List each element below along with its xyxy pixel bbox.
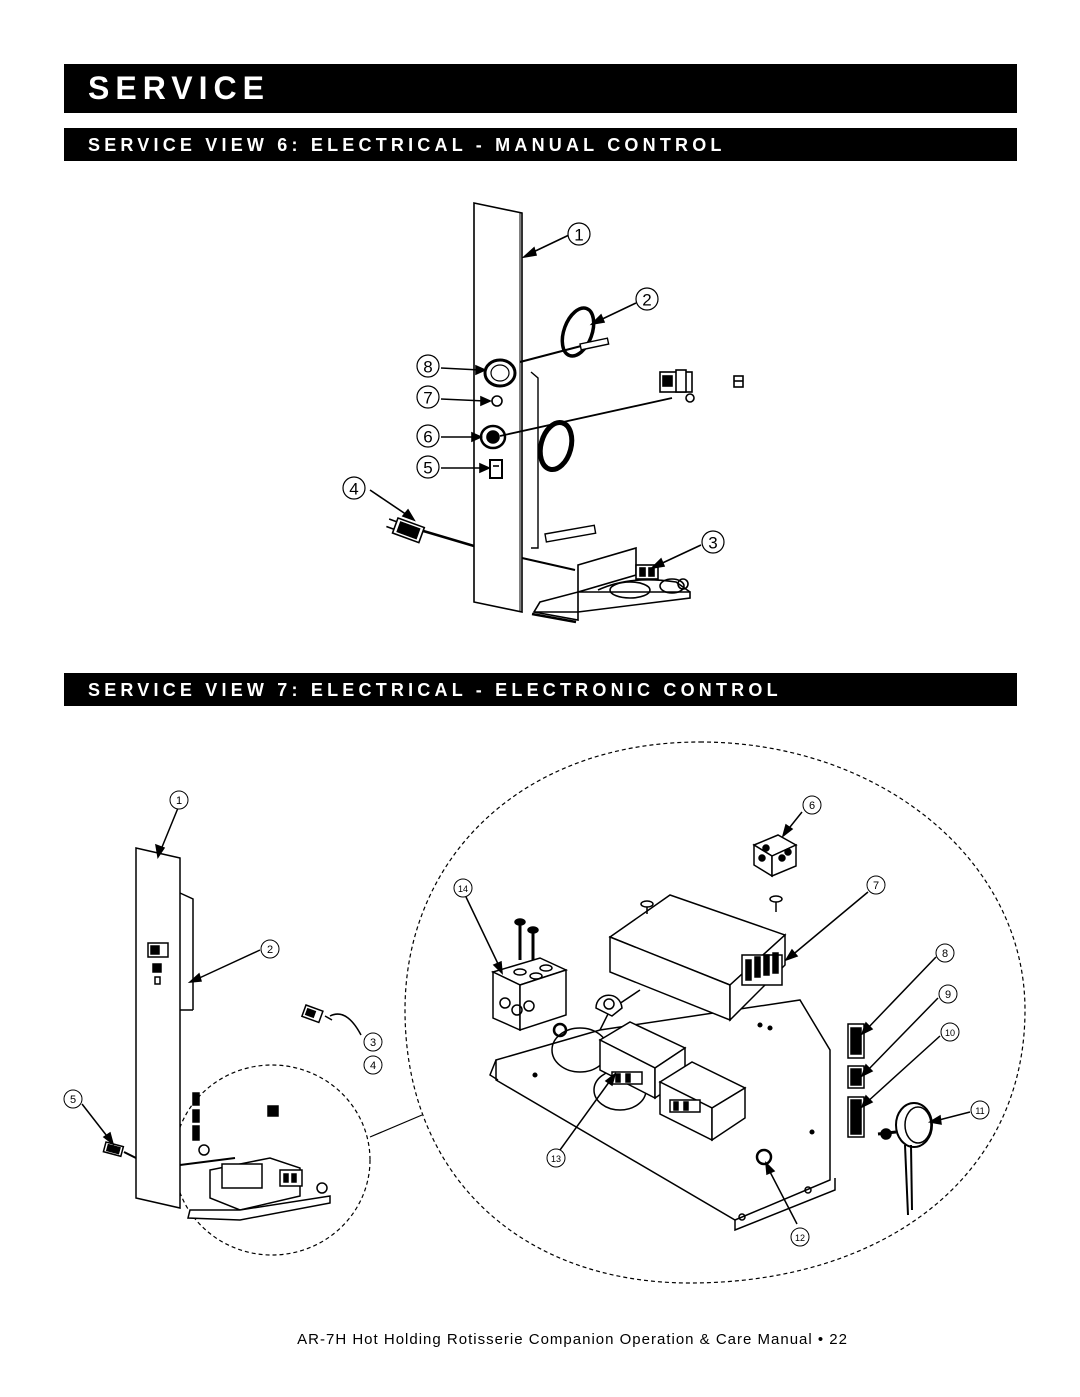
- svg-text:9: 9: [945, 989, 951, 1001]
- callout-6-5: [416, 455, 440, 479]
- callout-7-3: [363, 1032, 383, 1052]
- svg-text:2: 2: [267, 944, 273, 956]
- grommet: [552, 1022, 568, 1038]
- thermostat-coil-upper: [560, 306, 596, 358]
- svg-text:6: 6: [809, 800, 815, 812]
- power-cord: [419, 528, 475, 548]
- control-module: [608, 894, 787, 1022]
- svg-text:7: 7: [423, 389, 432, 408]
- power-cord-plug: [386, 516, 426, 544]
- callout-7-12: [790, 1227, 810, 1247]
- callout-6-3: [701, 530, 725, 554]
- callout-7-2: [260, 939, 280, 959]
- svg-text:3: 3: [708, 534, 717, 553]
- callout-7-5: [63, 1089, 83, 1109]
- terminal-block: [490, 957, 569, 1032]
- thermostat-screw: [733, 375, 744, 388]
- svg-text:1: 1: [176, 795, 182, 807]
- svg-text:4: 4: [349, 480, 358, 499]
- svg-text:13: 13: [551, 1154, 561, 1164]
- service-view-6-heading-bar: SERVICE VIEW 6: ELECTRICAL - MANUAL CONT…: [64, 128, 1017, 161]
- svg-text:8: 8: [423, 358, 432, 377]
- svg-text:7: 7: [873, 880, 879, 892]
- callout-6-7: [416, 385, 440, 409]
- callout-6-1: [567, 222, 591, 246]
- callout-6-6: [416, 424, 440, 448]
- callout-7-8: [935, 943, 955, 963]
- service-view-7-heading-bar: SERVICE VIEW 7: ELECTRICAL - ELECTRONIC …: [64, 673, 1017, 706]
- power-cord-plug-small: [102, 1141, 125, 1158]
- svg-text:14: 14: [458, 884, 468, 894]
- callout-7-1: [169, 790, 189, 810]
- page-title: SERVICE: [88, 70, 270, 106]
- svg-text:5: 5: [423, 459, 432, 478]
- indicator-light: [483, 358, 517, 388]
- callout-7-4: [363, 1055, 383, 1075]
- callout-6-4: [342, 476, 366, 500]
- relay-2: [658, 1061, 747, 1142]
- callout-6-2: [635, 287, 659, 311]
- callout-7-6: [802, 795, 822, 815]
- svg-text:8: 8: [942, 948, 948, 960]
- svg-text:12: 12: [795, 1233, 805, 1243]
- callout-7-9: [938, 984, 958, 1004]
- svg-text:3: 3: [370, 1037, 376, 1049]
- svg-text:4: 4: [370, 1060, 376, 1072]
- service-view-7-heading: SERVICE VIEW 7: ELECTRICAL - ELECTRONIC …: [88, 680, 782, 700]
- junction-block: [752, 834, 798, 878]
- service-view-6-heading: SERVICE VIEW 6: ELECTRICAL - MANUAL CONT…: [88, 135, 726, 155]
- thermostat-body: [659, 369, 695, 403]
- buzzer: [877, 1102, 933, 1216]
- callout-6-8: [416, 354, 440, 378]
- terminal-bracket: [531, 546, 691, 624]
- callout-7-14: [453, 878, 473, 898]
- svg-text:10: 10: [945, 1028, 955, 1038]
- service-title-bar: SERVICE: [64, 64, 1017, 113]
- callout-7-11: [970, 1100, 990, 1120]
- svg-text:1: 1: [574, 226, 583, 245]
- callout-7-7: [866, 875, 886, 895]
- detail-ellipse: [404, 741, 1026, 1284]
- relay-1: [598, 1021, 687, 1100]
- door-switch: [300, 1004, 333, 1024]
- svg-text:11: 11: [975, 1106, 984, 1116]
- page-footer: AR-7H Hot Holding Rotisserie Companion O…: [297, 1331, 848, 1348]
- svg-text:5: 5: [70, 1094, 76, 1106]
- svg-text:6: 6: [423, 428, 432, 447]
- control-panel-plate: [473, 202, 523, 613]
- grommet-12: [755, 1148, 773, 1166]
- power-switch: [489, 459, 503, 479]
- callout-7-10: [940, 1022, 960, 1042]
- relay-bracket-small: [187, 1157, 331, 1221]
- electronic-control-panel: [135, 847, 181, 1209]
- display-module: [147, 942, 169, 985]
- svg-text:2: 2: [642, 291, 651, 310]
- callout-7-13: [546, 1148, 566, 1168]
